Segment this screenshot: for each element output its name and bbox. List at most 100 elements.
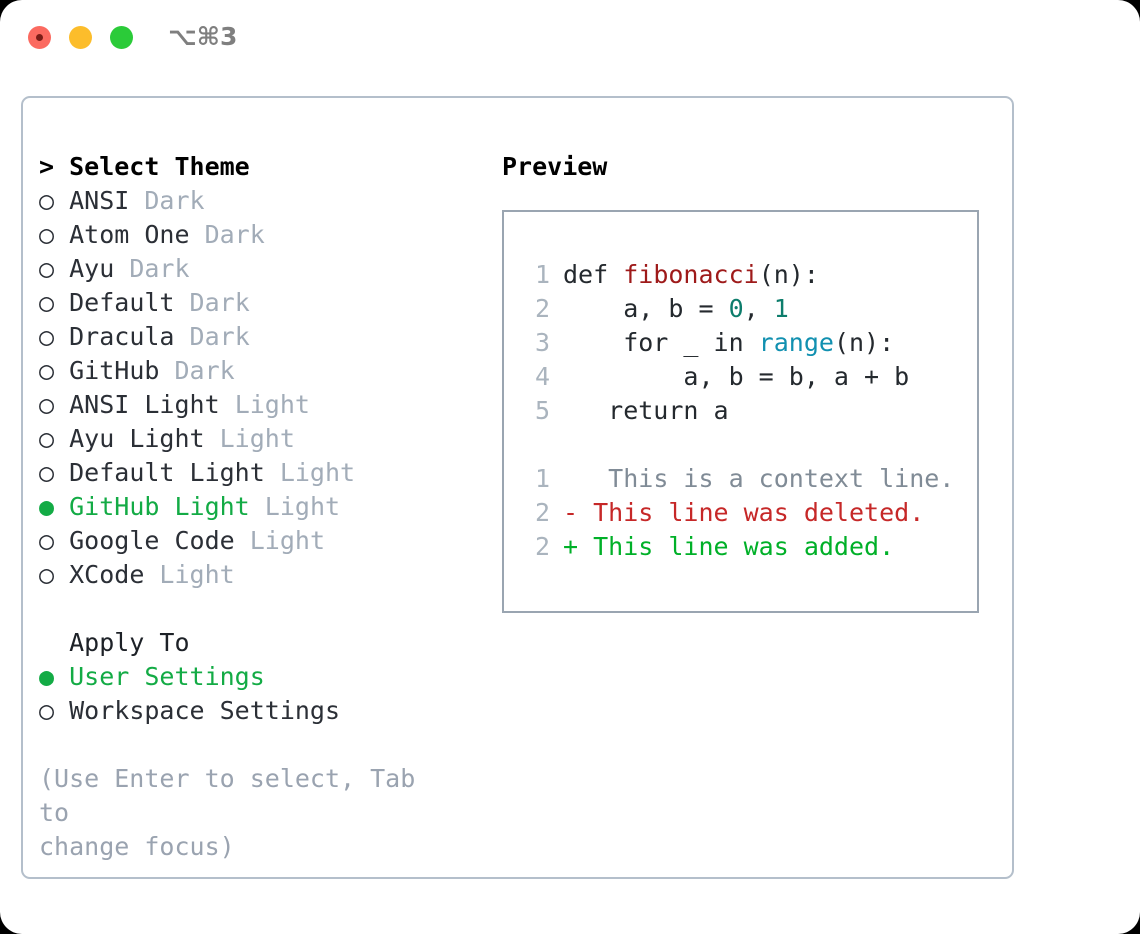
minimize-button[interactable] <box>69 26 92 49</box>
keyboard-hint-text: (Use Enter to select, Tab to change focu… <box>39 764 416 861</box>
theme-variant-badge: Dark <box>189 220 265 249</box>
apply-to-label: User Settings <box>54 662 265 691</box>
radio-unselected-icon: ○ <box>39 560 55 589</box>
theme-list-item[interactable]: ○ Dracula Dark <box>39 320 469 354</box>
theme-name: Ayu <box>54 254 115 283</box>
code-token: a, b = b, a + b <box>563 362 910 391</box>
radio-unselected-icon: ○ <box>39 526 55 555</box>
diff-sign: - <box>563 498 579 527</box>
theme-list-item[interactable]: ○ Default Light Light <box>39 456 469 490</box>
radio-unselected-icon: ○ <box>39 696 55 725</box>
theme-list[interactable]: ○ ANSI Dark○ Atom One Dark○ Ayu Dark○ De… <box>39 184 469 592</box>
maximize-button[interactable] <box>110 26 133 49</box>
title-bar: ⌥⌘3 <box>0 0 1140 76</box>
page-title: > Select Theme <box>39 152 250 181</box>
theme-variant-badge: Light <box>144 560 235 589</box>
keyboard-shortcut-label: ⌥⌘3 <box>168 22 238 51</box>
line-number: 1 <box>534 464 550 493</box>
theme-name: Default Light <box>54 458 265 487</box>
theme-variant-badge: Dark <box>174 322 250 351</box>
theme-variant-badge: Light <box>264 458 356 487</box>
theme-name: GitHub Light <box>54 492 250 521</box>
line-number: 5 <box>534 396 550 425</box>
diff-sign <box>563 464 578 493</box>
line-number: 2 <box>534 532 550 561</box>
code-line: 1 def fibonacci(n): <box>524 258 977 292</box>
code-token: for _ in <box>563 328 759 357</box>
theme-name: Dracula <box>54 322 175 351</box>
theme-list-item[interactable]: ○ Ayu Dark <box>39 252 469 286</box>
theme-name: Google Code <box>54 526 235 555</box>
code-token: a, b = <box>563 294 729 323</box>
code-line: 4 a, b = b, a + b <box>524 360 977 394</box>
theme-list-item[interactable]: ○ GitHub Dark <box>39 354 469 388</box>
theme-name: XCode <box>54 560 145 589</box>
radio-unselected-icon: ○ <box>39 458 55 487</box>
theme-list-item[interactable]: ○ Google Code Light <box>39 524 469 558</box>
code-line: 2 a, b = 0, 1 <box>524 292 977 326</box>
apply-to-list[interactable]: ● User Settings○ Workspace Settings <box>39 660 469 728</box>
theme-variant-badge: Dark <box>174 288 250 317</box>
close-button[interactable] <box>28 26 51 49</box>
radio-unselected-icon: ○ <box>39 186 55 215</box>
radio-unselected-icon: ○ <box>39 322 55 351</box>
code-line: 3 for _ in range(n): <box>524 326 977 360</box>
line-number: 3 <box>534 328 550 357</box>
radio-unselected-icon: ○ <box>39 220 55 249</box>
diff-text: This is a context line. <box>578 464 955 493</box>
radio-unselected-icon: ○ <box>39 254 55 283</box>
theme-list-item[interactable]: ○ XCode Light <box>39 558 469 592</box>
diff-line: 1 This is a context line. <box>524 462 977 496</box>
line-number: 1 <box>534 260 550 289</box>
theme-name: Ayu Light <box>54 424 205 453</box>
theme-list-item[interactable]: ○ ANSI Light Light <box>39 388 469 422</box>
radio-unselected-icon: ○ <box>39 356 55 385</box>
theme-list-item[interactable]: ○ Atom One Dark <box>39 218 469 252</box>
diff-line: 2- This line was deleted. <box>524 496 977 530</box>
code-token: 0 <box>728 294 744 323</box>
diff-text: This line was deleted. <box>578 498 925 527</box>
apply-to-option[interactable]: ○ Workspace Settings <box>39 694 469 728</box>
theme-name: Default <box>54 288 175 317</box>
theme-name: GitHub <box>54 356 160 385</box>
theme-list-item[interactable]: ○ Default Dark <box>39 286 469 320</box>
diff-sign: + <box>563 532 579 561</box>
theme-variant-badge: Light <box>204 424 295 453</box>
radio-unselected-icon: ○ <box>39 424 55 453</box>
diff-sample: 1 This is a context line.2- This line wa… <box>524 462 977 564</box>
line-number: 4 <box>534 362 550 391</box>
theme-variant-badge: Light <box>234 526 325 555</box>
theme-variant-badge: Light <box>249 492 341 521</box>
preview-title: Preview <box>502 152 608 181</box>
code-token: (n): <box>833 328 895 357</box>
line-number: 2 <box>534 294 550 323</box>
theme-variant-badge: Dark <box>129 186 205 215</box>
code-diff-spacer <box>524 428 977 462</box>
theme-list-item[interactable]: ○ ANSI Dark <box>39 184 469 218</box>
line-number: 2 <box>534 498 550 527</box>
radio-selected-icon: ● <box>39 662 55 691</box>
theme-name: Atom One <box>54 220 190 249</box>
diff-text: This line was added. <box>578 532 895 561</box>
theme-name: ANSI <box>54 186 130 215</box>
list-spacer <box>39 592 469 626</box>
code-token: (n): <box>758 260 819 289</box>
theme-variant-badge: Dark <box>114 254 190 283</box>
code-token: fibonacci <box>623 260 759 289</box>
radio-selected-icon: ● <box>39 492 55 521</box>
code-token: , <box>743 294 774 323</box>
theme-list-item[interactable]: ○ Ayu Light Light <box>39 422 469 456</box>
theme-name: ANSI Light <box>54 390 220 419</box>
code-token: def <box>563 260 624 289</box>
radio-unselected-icon: ○ <box>39 288 55 317</box>
apply-to-option[interactable]: ● User Settings <box>39 660 469 694</box>
apply-to-label: Workspace Settings <box>54 696 341 725</box>
theme-variant-badge: Light <box>219 390 310 419</box>
code-token: range <box>758 328 834 357</box>
theme-list-item[interactable]: ● GitHub Light Light <box>39 490 469 524</box>
theme-variant-badge: Dark <box>159 356 235 385</box>
code-token: 1 <box>773 294 789 323</box>
